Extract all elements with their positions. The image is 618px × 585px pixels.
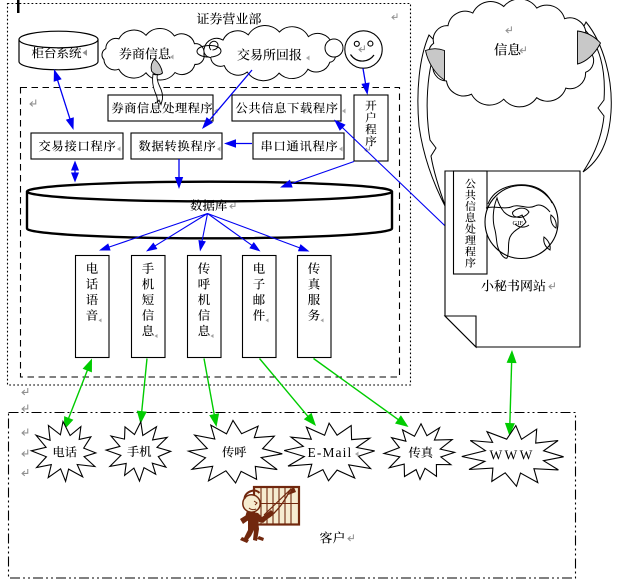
svg-text:E-Mail: E-Mail — [308, 445, 353, 460]
svg-text:GIF: GIF — [513, 220, 524, 227]
svg-text:WWW: WWW — [490, 448, 535, 463]
